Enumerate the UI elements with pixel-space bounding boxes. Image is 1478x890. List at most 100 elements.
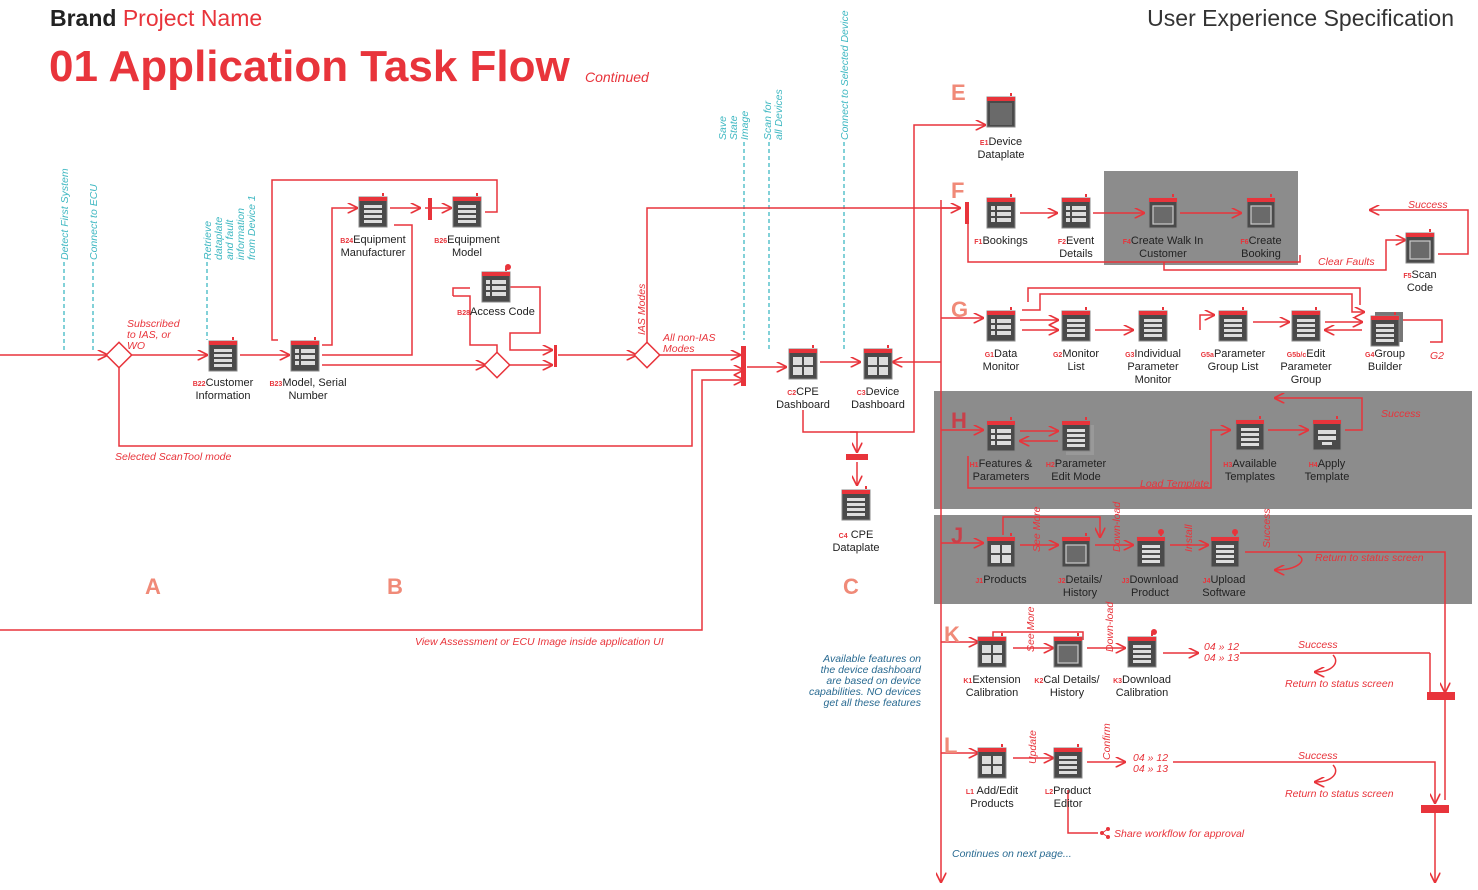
svg-text:B26Equipment: B26Equipment bbox=[434, 234, 499, 246]
svg-text:Model: Model bbox=[452, 247, 482, 259]
svg-text:Monitor: Monitor bbox=[983, 361, 1020, 373]
svg-text:F6Create: F6Create bbox=[1240, 235, 1281, 247]
svg-text:F4Create Walk In: F4Create Walk In bbox=[1123, 235, 1204, 247]
svg-text:K1Extension: K1Extension bbox=[963, 674, 1020, 686]
svg-text:Save: Save bbox=[717, 116, 729, 140]
svg-text:E1Device: E1Device bbox=[980, 136, 1022, 148]
svg-text:get all these features: get all these features bbox=[824, 697, 922, 709]
project-name: Project Name bbox=[122, 5, 263, 31]
svg-text:H4Apply: H4Apply bbox=[1309, 458, 1346, 470]
svg-text:Customer: Customer bbox=[1139, 248, 1187, 260]
svg-text:J3Download: J3Download bbox=[1122, 574, 1179, 586]
svg-text:Image: Image bbox=[739, 111, 751, 140]
section-j: J bbox=[951, 523, 963, 548]
svg-text:Dataplate: Dataplate bbox=[832, 542, 879, 554]
svg-text:C3Device: C3Device bbox=[857, 386, 900, 398]
svg-text:04 » 12: 04 » 12 bbox=[1204, 641, 1239, 653]
section-h: H bbox=[951, 408, 967, 433]
section-b: B bbox=[387, 574, 403, 599]
svg-text:Success: Success bbox=[1261, 508, 1273, 548]
svg-text:F1Bookings: F1Bookings bbox=[974, 235, 1028, 247]
svg-text:Product: Product bbox=[1131, 587, 1169, 599]
svg-text:Retrieve: Retrieve bbox=[202, 221, 214, 260]
svg-text:G5b/cEdit: G5b/cEdit bbox=[1287, 348, 1325, 360]
svg-text:Edit Mode: Edit Mode bbox=[1051, 471, 1101, 483]
svg-text:all Devices: all Devices bbox=[773, 88, 785, 140]
share-icon bbox=[1100, 827, 1110, 839]
svg-text:Subscribed: Subscribed bbox=[127, 318, 181, 330]
svg-text:Clear Faults: Clear Faults bbox=[1318, 256, 1375, 268]
continued-label: Continued bbox=[585, 69, 649, 85]
section-e: E bbox=[951, 80, 966, 105]
section-letters: A B C E F G H J K L bbox=[145, 80, 968, 758]
svg-text:Details: Details bbox=[1059, 248, 1093, 260]
svg-text:Calibration: Calibration bbox=[966, 687, 1019, 699]
svg-text:Templates: Templates bbox=[1225, 471, 1276, 483]
svg-text:04 » 13: 04 » 13 bbox=[1204, 652, 1239, 664]
svg-text:Dataplate: Dataplate bbox=[977, 149, 1024, 161]
svg-text:Install: Install bbox=[1183, 524, 1195, 552]
svg-text:L2Product: L2Product bbox=[1045, 785, 1091, 797]
svg-text:State: State bbox=[728, 115, 740, 140]
svg-text:Monitor: Monitor bbox=[1135, 374, 1172, 386]
svg-text:Booking: Booking bbox=[1241, 248, 1281, 260]
svg-text:View Assessment or ECU Image i: View Assessment or ECU Image inside appl… bbox=[415, 636, 664, 648]
svg-text:Software: Software bbox=[1202, 587, 1245, 599]
svg-text:Code: Code bbox=[1407, 282, 1433, 294]
svg-text:G5aParameter: G5aParameter bbox=[1201, 348, 1266, 360]
svg-text:the device dashboard: the device dashboard bbox=[821, 664, 923, 676]
svg-text:04 » 13: 04 » 13 bbox=[1133, 763, 1168, 775]
svg-text:capabilities. NO devices: capabilities. NO devices bbox=[809, 686, 922, 698]
svg-text:Load Template: Load Template bbox=[1140, 478, 1209, 490]
svg-text:WO: WO bbox=[127, 340, 145, 352]
svg-text:Update: Update bbox=[1027, 730, 1039, 764]
section-g: G bbox=[951, 297, 968, 322]
svg-text:IAS Modes: IAS Modes bbox=[636, 283, 648, 335]
svg-text:and fault: and fault bbox=[224, 219, 236, 260]
svg-text:F5Scan: F5Scan bbox=[1403, 269, 1436, 281]
svg-text:Builder: Builder bbox=[1368, 361, 1403, 373]
svg-text:dataplate: dataplate bbox=[213, 217, 225, 260]
svg-text:Template: Template bbox=[1305, 471, 1350, 483]
svg-text:Products: Products bbox=[970, 798, 1014, 810]
svg-text:Success: Success bbox=[1298, 639, 1338, 651]
spec-title: User Experience Specification bbox=[1147, 5, 1454, 31]
svg-text:Success: Success bbox=[1381, 408, 1421, 420]
svg-text:History: History bbox=[1050, 687, 1085, 699]
svg-text:Number: Number bbox=[288, 390, 327, 402]
svg-text:04 » 12: 04 » 12 bbox=[1133, 752, 1168, 764]
svg-text:Down-load: Down-load bbox=[1104, 601, 1116, 652]
svg-text:Success: Success bbox=[1408, 199, 1448, 211]
svg-text:G2: G2 bbox=[1430, 350, 1444, 362]
section-f: F bbox=[951, 178, 964, 203]
node-icons bbox=[208, 92, 1435, 779]
svg-text:B24Equipment: B24Equipment bbox=[340, 234, 405, 246]
svg-text:C4 CPE: C4 CPE bbox=[839, 529, 874, 541]
svg-text:H1Features &: H1Features & bbox=[970, 458, 1033, 470]
sync-bars bbox=[428, 198, 1455, 813]
svg-text:Calibration: Calibration bbox=[1116, 687, 1169, 699]
section-k: K bbox=[944, 622, 960, 647]
svg-text:Information: Information bbox=[195, 390, 250, 402]
svg-text:Scan for: Scan for bbox=[762, 100, 774, 140]
svg-text:Parameters: Parameters bbox=[973, 471, 1030, 483]
svg-text:Connect to Selected Device: Connect to Selected Device bbox=[839, 10, 851, 140]
svg-text:Manufacturer: Manufacturer bbox=[341, 247, 406, 259]
svg-text:Connect to ECU: Connect to ECU bbox=[88, 184, 100, 260]
svg-text:J4Upload: J4Upload bbox=[1203, 574, 1246, 586]
panel-h bbox=[934, 391, 1472, 509]
svg-text:G1Data: G1Data bbox=[985, 348, 1018, 360]
page-title: 01 Application Task Flow bbox=[49, 42, 570, 91]
svg-text:Share workflow for approval: Share workflow for approval bbox=[1114, 828, 1245, 840]
svg-text:See More: See More bbox=[1031, 506, 1043, 552]
svg-text:Down-load: Down-load bbox=[1111, 501, 1123, 552]
svg-text:Return to status screen: Return to status screen bbox=[1285, 788, 1394, 800]
section-l: L bbox=[944, 733, 957, 758]
panel-j bbox=[934, 515, 1472, 604]
svg-text:G4Group: G4Group bbox=[1365, 348, 1405, 360]
svg-text:C2CPE: C2CPE bbox=[787, 386, 819, 398]
svg-text:B23Model, Serial: B23Model, Serial bbox=[269, 377, 346, 389]
svg-text:Parameter: Parameter bbox=[1127, 361, 1179, 373]
svg-text:Group: Group bbox=[1291, 374, 1322, 386]
